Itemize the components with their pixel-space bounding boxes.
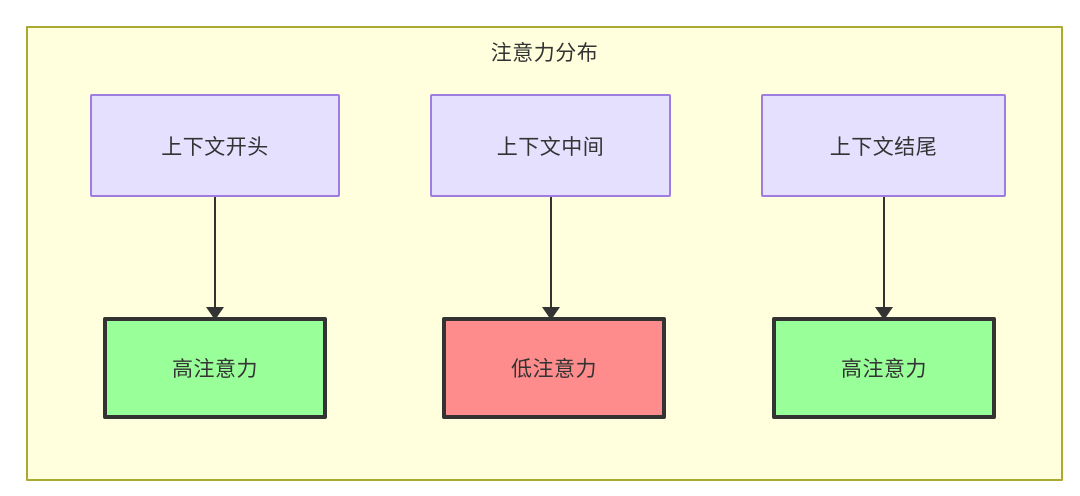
node-context-start[interactable]: 上下文开头 <box>90 94 340 197</box>
edge-context-start-to-high-attention <box>204 197 226 320</box>
node-label: 上下文结尾 <box>829 135 938 159</box>
edge-line <box>214 197 216 307</box>
node-label: 上下文中间 <box>496 135 605 159</box>
node-high-attention-end[interactable]: 高注意力 <box>772 317 996 419</box>
node-label: 上下文开头 <box>161 135 269 159</box>
node-label: 高注意力 <box>841 358 927 381</box>
node-context-end[interactable]: 上下文结尾 <box>761 94 1006 197</box>
attention-distribution-subgraph: 注意力分布 上下文开头 上下文中间 上下文结尾 高注意力 低 <box>26 26 1063 481</box>
node-high-attention-start[interactable]: 高注意力 <box>103 317 327 419</box>
down-arrow-icon <box>542 307 560 320</box>
node-label: 低注意力 <box>511 358 597 381</box>
down-arrow-icon <box>206 307 224 320</box>
subgraph-title: 注意力分布 <box>490 42 599 65</box>
edge-context-middle-to-low-attention <box>540 197 562 320</box>
edge-line <box>883 197 885 307</box>
down-arrow-icon <box>875 307 893 320</box>
edge-line <box>550 197 552 307</box>
node-low-attention-middle[interactable]: 低注意力 <box>442 317 666 419</box>
edge-context-end-to-high-attention <box>873 197 895 320</box>
node-label: 高注意力 <box>172 358 258 381</box>
node-context-middle[interactable]: 上下文中间 <box>430 94 671 197</box>
